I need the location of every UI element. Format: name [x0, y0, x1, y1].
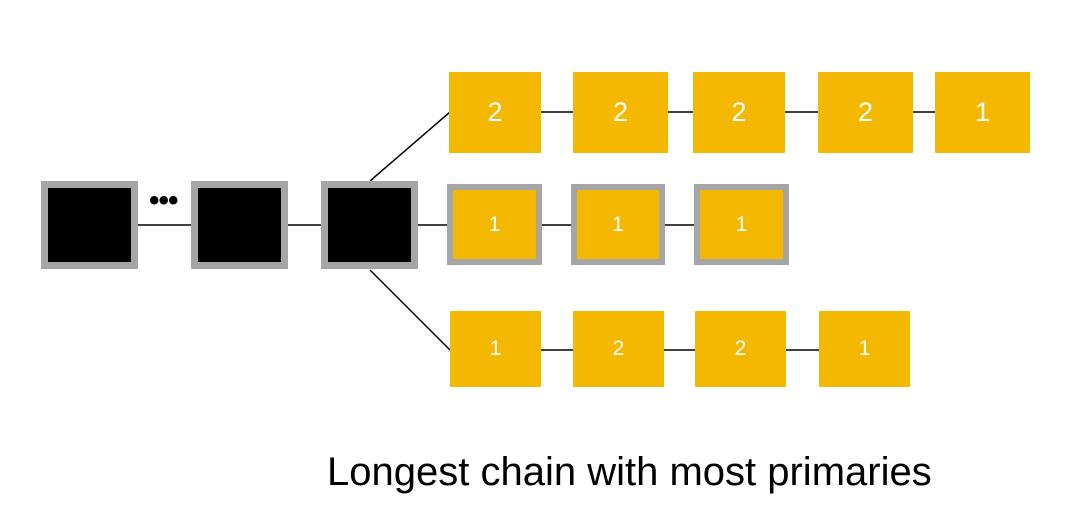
connector-fork-top: [369, 111, 451, 182]
block-label: 1: [735, 212, 748, 236]
block-label: 1: [974, 97, 991, 127]
connector-fork-bottom: [369, 269, 451, 351]
block-label: 2: [612, 97, 629, 127]
bottom-branch-block-1: 1: [450, 311, 541, 387]
base-block-2: [191, 181, 288, 269]
block-label: 2: [734, 337, 747, 360]
top-branch-block-2: 2: [573, 72, 668, 153]
base-block-1: [41, 181, 138, 269]
block-label: 2: [857, 97, 874, 127]
middle-branch-block-2: 1: [571, 184, 665, 265]
ellipsis-glyph: •••: [149, 184, 178, 217]
base-block-3: [321, 181, 418, 269]
block-label: 1: [489, 337, 502, 360]
bottom-branch-block-3: 2: [695, 311, 786, 387]
diagram-caption: Longest chain with most primaries: [327, 450, 932, 494]
middle-branch-block-1: 1: [447, 184, 542, 265]
block-label: 1: [858, 337, 871, 360]
block-label: 2: [487, 97, 503, 127]
block-label: 2: [612, 337, 625, 360]
top-branch-block-4: 2: [818, 72, 913, 153]
middle-branch-block-3: 1: [694, 184, 789, 265]
block-label: 1: [612, 212, 624, 236]
top-branch-block-5: 1: [935, 72, 1030, 153]
top-branch-block-1: 2: [449, 72, 541, 153]
block-label: 2: [731, 97, 747, 127]
block-label: 1: [488, 212, 501, 236]
bottom-branch-block-2: 2: [573, 311, 664, 387]
bottom-branch-block-4: 1: [819, 311, 910, 387]
top-branch-block-3: 2: [693, 72, 785, 153]
